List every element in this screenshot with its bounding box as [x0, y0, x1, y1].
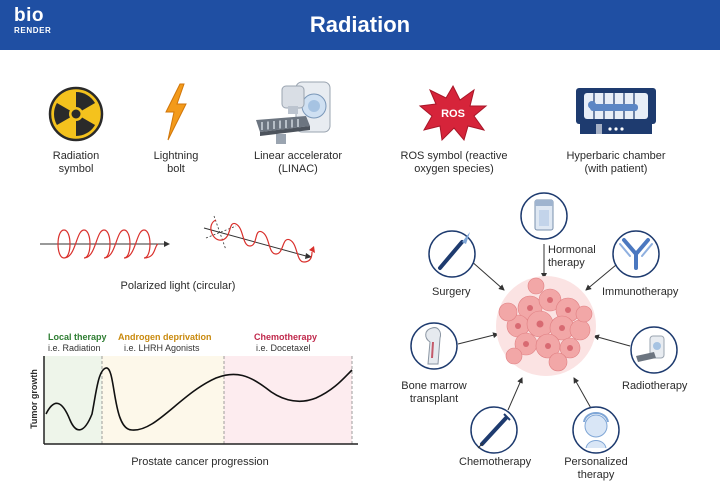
- radiotherapy-label: Radiotherapy: [622, 380, 688, 392]
- biorender-logo: bio RENDER: [14, 6, 51, 35]
- phase-local-title: Local therapy: [48, 332, 107, 342]
- lightning-bolt-icon: [165, 83, 187, 141]
- phase-local-subtitle: i.e. Radiation: [48, 343, 101, 353]
- phase-androgen-title: Androgen deprivation: [118, 332, 212, 342]
- immunotherapy-label: Immunotherapy: [602, 286, 679, 298]
- hormonal-therapy-icon: [520, 192, 568, 240]
- perspective-axis-arrow: [203, 215, 312, 259]
- surgery-icon: [428, 230, 476, 278]
- phase-chemo-subtitle: i.e. Docetaxel: [256, 343, 311, 353]
- polarized-light-diagram: [40, 215, 315, 263]
- phase-local-band: [44, 356, 102, 444]
- linac-label: Linear accelerator(LINAC): [253, 150, 343, 175]
- hyperbaric-chamber-icon: [576, 88, 656, 136]
- chemotherapy-icon: [470, 406, 518, 454]
- tumor-growth-curve: [45, 367, 353, 431]
- linear-axis-arrow: [40, 241, 170, 247]
- brand-line2: RENDER: [14, 26, 52, 35]
- radiotherapy-icon: [630, 326, 678, 374]
- treatment-network: [410, 192, 678, 454]
- ros-symbol-icon: ROS: [418, 84, 488, 142]
- chemotherapy-label: Chemotherapy: [459, 456, 532, 468]
- phase-androgen-subtitle: i.e. LHRH Agonists: [124, 343, 200, 353]
- x-axis-label: Prostate cancer progression: [131, 456, 269, 468]
- header-bar: [0, 0, 720, 50]
- linac-icon: [256, 81, 331, 144]
- ros-text: ROS: [441, 108, 465, 120]
- hyperbaric-chamber-label: Hyperbaric chamber(with patient): [566, 150, 666, 175]
- circular-spiral-perspective: [210, 219, 313, 263]
- radiation-symbol-icon: [48, 86, 104, 142]
- phase-chemo-title: Chemotherapy: [254, 332, 318, 342]
- immunotherapy-icon: [612, 230, 660, 278]
- circular-spiral-front: [57, 229, 159, 259]
- surgery-label: Surgery: [432, 286, 471, 298]
- personalized-therapy-icon: [572, 406, 620, 454]
- bone-marrow-icon: [410, 322, 458, 370]
- y-axis-label: Tumor growth: [29, 369, 39, 429]
- progression-graph: [43, 356, 358, 445]
- polarized-light-label: Polarized light (circular): [120, 280, 236, 292]
- brand-line1: bio: [14, 5, 44, 26]
- page-title: Radiation: [309, 12, 411, 37]
- tumor-cluster-icon: [496, 276, 596, 376]
- phase-androgen-band: [102, 356, 224, 444]
